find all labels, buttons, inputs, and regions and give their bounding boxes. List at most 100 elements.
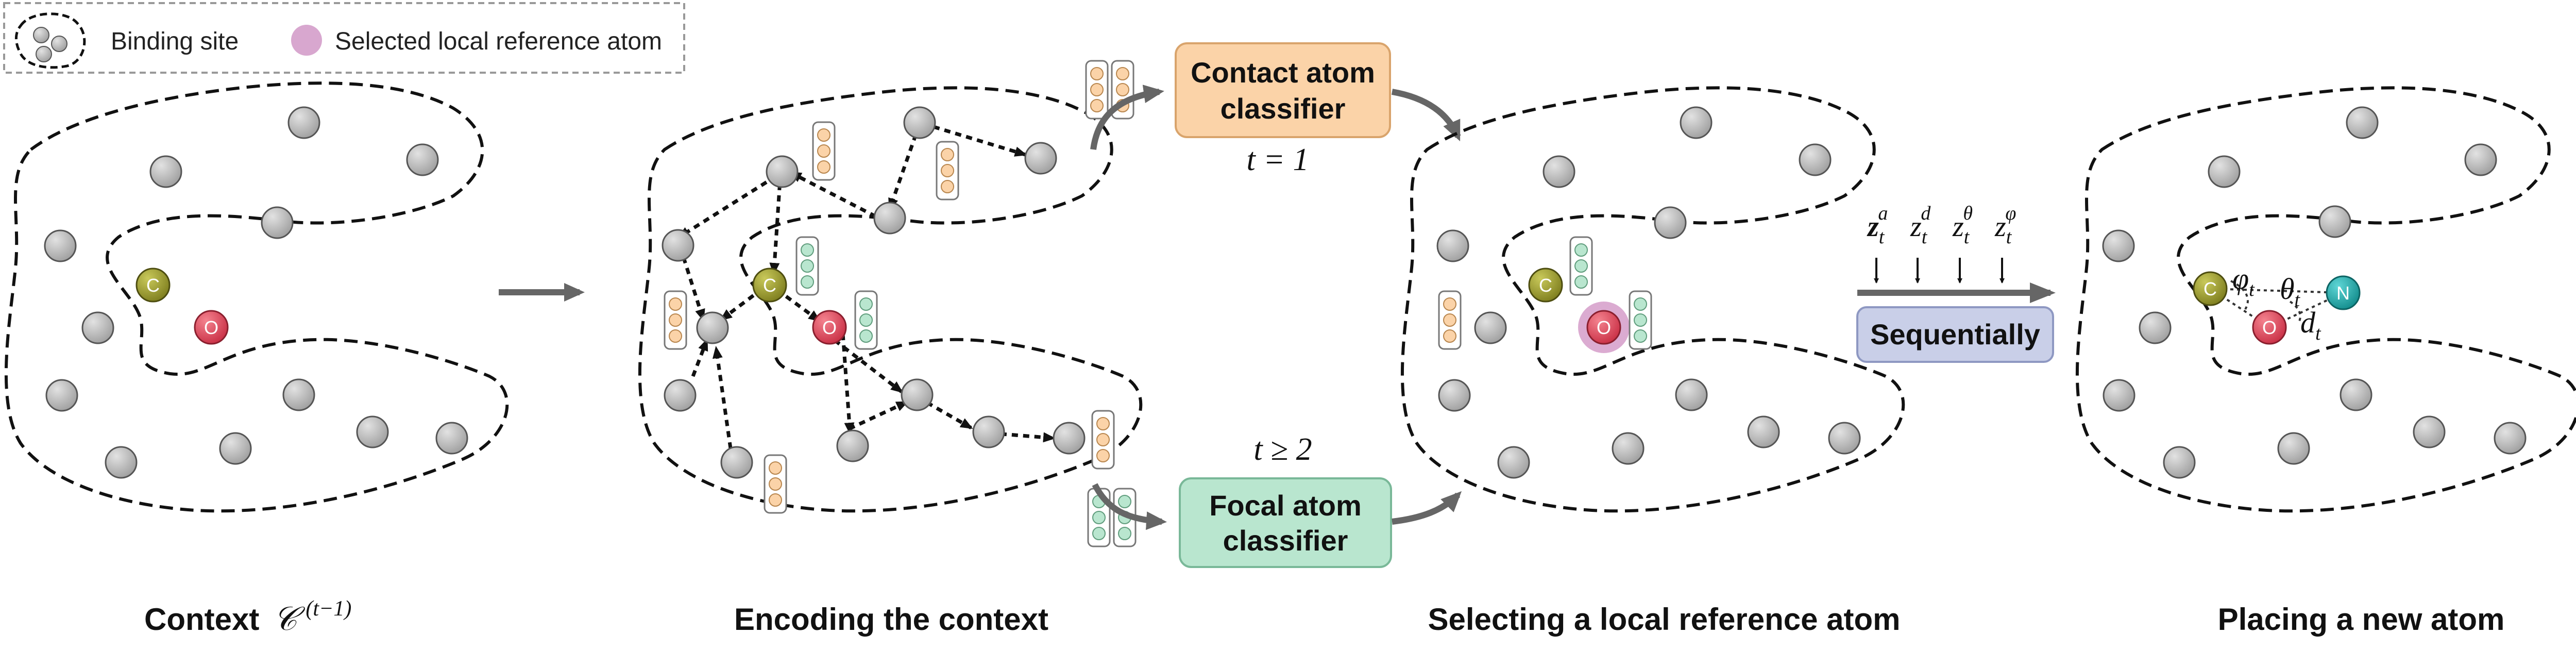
atom — [696, 311, 729, 344]
atom — [903, 106, 936, 139]
carbon-atom — [752, 268, 787, 303]
legend-atom-icon — [36, 46, 52, 62]
atom — [105, 446, 138, 479]
atom — [836, 429, 869, 462]
atom — [282, 378, 315, 411]
nitrogen-atom-label: N — [2336, 282, 2350, 304]
oxygen-atom-label: O — [1597, 317, 1611, 338]
atom — [149, 155, 182, 188]
atom — [2318, 205, 2351, 238]
latent-z-theta: ztθ — [1952, 203, 1973, 248]
legend-reference-atom-label: Selected local reference atom — [335, 28, 662, 55]
message-passing-edges — [677, 123, 1056, 449]
atom — [2494, 422, 2527, 455]
atom — [1543, 155, 1575, 188]
atom — [45, 379, 78, 412]
contact-branch: Contact atom classifier t = 1 — [1085, 42, 1461, 177]
distance-label: dt — [2300, 306, 2321, 344]
carbon-atom — [2193, 271, 2228, 306]
atom — [2103, 379, 2136, 412]
contact-input-arrow — [1090, 85, 1164, 150]
sequential-label: Sequentially — [1870, 318, 2040, 351]
focal-classifier-label: classifier — [1223, 524, 1348, 557]
atom — [2464, 143, 2497, 176]
carbon-atom — [135, 268, 171, 303]
panel-title-placing: Placing a new atom — [2218, 602, 2505, 637]
atom — [1680, 106, 1713, 139]
contact-classifier-label: classifier — [1221, 92, 1346, 125]
oxygen-atom — [1586, 310, 1621, 345]
legend-frame — [3, 2, 685, 74]
latent-z-d: ztd — [1910, 203, 1931, 248]
atom — [2277, 432, 2310, 465]
nitrogen-atom — [2326, 275, 2361, 310]
angle-phi-label: φt — [2232, 262, 2255, 301]
atom — [1612, 432, 1645, 465]
atom — [1053, 422, 1086, 455]
atom — [81, 311, 114, 344]
legend-atom-icon — [33, 27, 49, 43]
atom — [1747, 415, 1780, 448]
focal-classifier-label: Focal atom — [1209, 489, 1362, 522]
feature-vector-icon — [664, 290, 687, 350]
sequential-sampling: zta ztd ztθ ztφ Sequentially — [1856, 203, 2056, 363]
atom — [766, 155, 799, 188]
atom — [2413, 415, 2446, 448]
atom — [901, 378, 934, 411]
oxygen-atom — [812, 310, 847, 345]
oxygen-atom-label: O — [204, 317, 218, 338]
atom — [1438, 379, 1471, 412]
sequential-box — [1856, 306, 2054, 363]
carbon-atom-label: C — [1539, 275, 1552, 296]
legend: Binding site Selected local reference at… — [3, 2, 685, 74]
binding-site-outline — [4, 81, 509, 513]
panel-context: C O Context 𝒞 (t−1) — [4, 81, 509, 637]
feature-vector-icon — [812, 121, 836, 181]
atom — [2346, 106, 2379, 139]
reference-atom-icon — [291, 25, 322, 56]
focal-output-arrow — [1392, 491, 1462, 525]
atom — [1654, 206, 1687, 239]
atom — [1799, 143, 1832, 176]
atom — [1497, 446, 1530, 479]
atom — [662, 229, 694, 262]
panel-title-selecting: Selecting a local reference atom — [1428, 602, 1900, 637]
atom — [356, 415, 389, 448]
atom — [406, 143, 439, 176]
feature-vector-icon — [764, 454, 787, 514]
focal-branch: t ≥ 2 Focal atom classifier — [1087, 432, 1462, 568]
oxygen-atom — [2252, 310, 2287, 345]
panel-title-context: Context 𝒞 (t−1) — [144, 597, 351, 637]
contact-classifier-box — [1175, 42, 1391, 138]
atom — [720, 446, 753, 479]
feature-vector-icon — [1091, 410, 1115, 470]
atom — [2163, 446, 2196, 479]
condition-t-geq-2: t ≥ 2 — [1253, 432, 1312, 467]
oxygen-atom — [194, 310, 229, 345]
atom — [44, 229, 77, 262]
binding-site-icon — [15, 12, 86, 69]
feature-vector-icon — [1569, 236, 1593, 296]
panel-title-encoding: Encoding the context — [734, 602, 1048, 637]
atom — [2102, 229, 2135, 262]
focal-input-arrow — [1092, 483, 1167, 530]
feature-vector-icon — [936, 141, 959, 201]
atom — [1436, 229, 1469, 262]
carbon-atom-label: C — [2204, 278, 2217, 299]
atom — [664, 379, 697, 412]
angle-theta-label: θt — [2280, 272, 2301, 311]
atom — [972, 415, 1005, 448]
atom — [2139, 311, 2172, 344]
binding-site-outline — [2075, 86, 2576, 513]
latent-z-a: zta — [1867, 203, 1888, 248]
atom — [435, 422, 468, 455]
carbon-atom-label: C — [763, 275, 776, 296]
binding-site-outline — [1400, 86, 1905, 513]
focal-classifier-box — [1179, 477, 1392, 568]
atom — [287, 106, 320, 139]
condition-t-equals-1: t = 1 — [1246, 142, 1309, 177]
oxygen-atom-label: O — [822, 317, 837, 338]
feature-vector-icon — [1085, 60, 1134, 120]
feature-vector-icon — [1629, 290, 1652, 350]
